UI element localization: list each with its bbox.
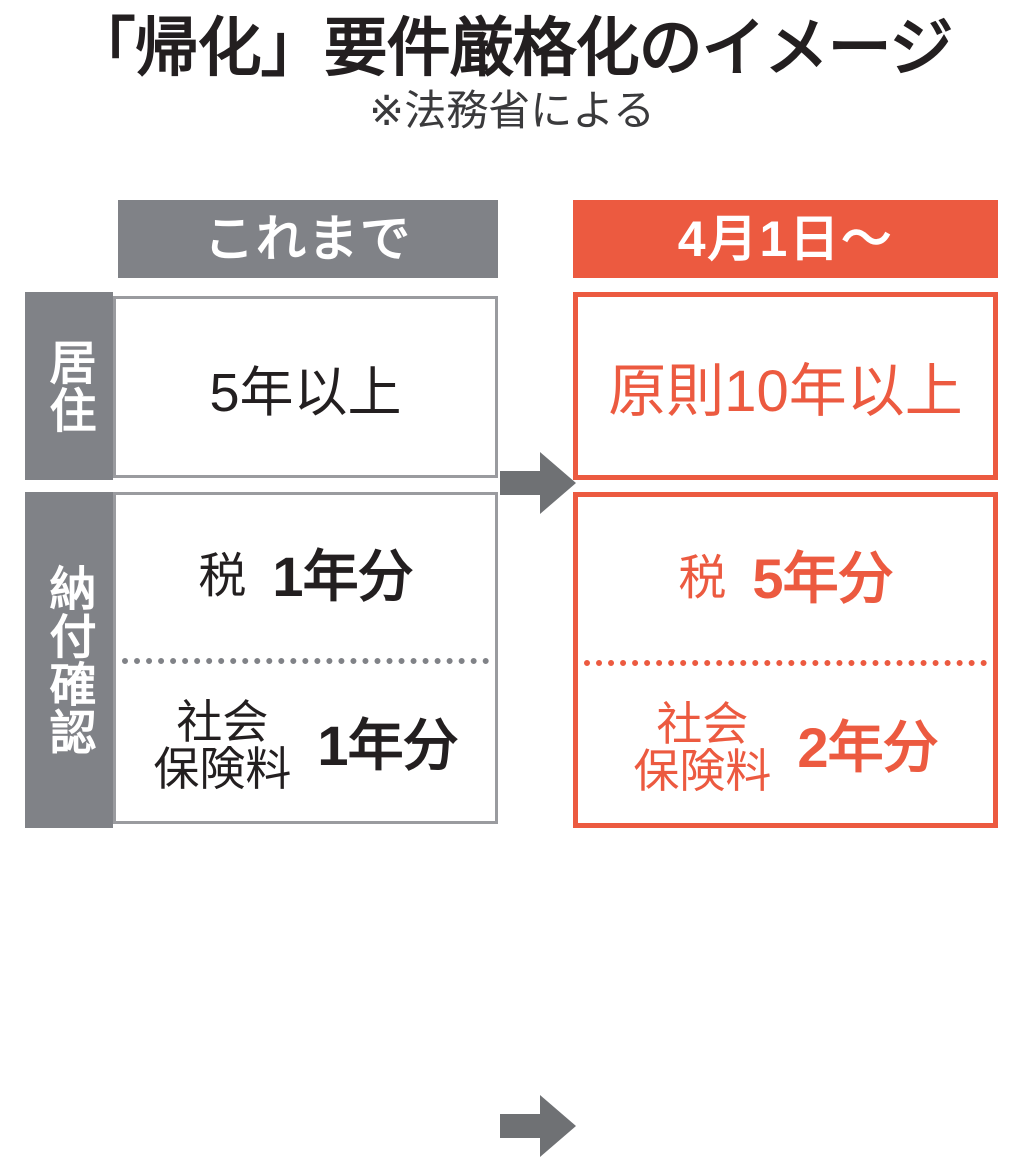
payment-new-insurance-value: 2年分 <box>797 715 938 779</box>
page-subtitle: ※法務省による <box>369 87 655 135</box>
arrow-right-icon <box>500 452 576 514</box>
cell-payment-old-tax: 税 1年分 <box>116 495 495 658</box>
cell-residence-old: 5年以上 <box>113 296 498 478</box>
arrow-right-icon <box>500 1095 576 1157</box>
cell-payment-new: 税 5年分 社会 保険料 2年分 <box>573 492 998 828</box>
payment-old-tax-value: 1年分 <box>272 544 413 608</box>
payment-new-divider <box>584 660 987 666</box>
column-header-new: 4月1日〜 <box>573 200 998 278</box>
cell-residence-new: 原則10年以上 <box>573 292 998 480</box>
payment-new-insurance-label-line2: 保険料 <box>633 744 772 797</box>
payment-old-insurance-label-line2: 保険料 <box>153 742 292 795</box>
row-payment: 納付確認 税 1年分 社会 保険料 1年分 税 <box>0 492 1024 1157</box>
payment-new-insurance-label: 社会 保険料 <box>633 697 772 797</box>
cell-payment-old: 税 1年分 社会 保険料 1年分 <box>113 492 498 824</box>
row-residence: 居住 5年以上 原則10年以上 <box>0 292 1024 514</box>
cell-payment-old-insurance: 社会 保険料 1年分 <box>116 664 495 827</box>
payment-new-tax-value: 5年分 <box>752 546 893 610</box>
payment-old-insurance-value: 1年分 <box>317 713 458 777</box>
cell-payment-new-tax: 税 5年分 <box>578 497 993 660</box>
payment-old-divider <box>122 658 489 664</box>
payment-old-insurance-label-line1: 社会 <box>176 695 269 748</box>
payment-old-tax-label: 税 <box>198 549 247 603</box>
cell-payment-new-insurance: 社会 保険料 2年分 <box>578 666 993 829</box>
comparison-diagram: これまで 4月1日〜 居住 5年以上 原則10年以上 納付確認 税 1年分 <box>0 192 1024 1157</box>
row-label-payment: 納付確認 <box>25 492 113 828</box>
payment-new-insurance-label-line1: 社会 <box>656 697 749 750</box>
page-title: 「帰化」要件厳格化のイメージ <box>71 12 954 84</box>
cell-residence-new-value: 原則10年以上 <box>608 359 963 424</box>
title-block: 「帰化」要件厳格化のイメージ ※法務省による <box>0 0 1024 133</box>
row-label-residence: 居住 <box>25 292 113 480</box>
cell-residence-old-value: 5年以上 <box>209 362 402 423</box>
column-header-old: これまで <box>118 200 498 278</box>
payment-new-tax-label: 税 <box>678 551 727 605</box>
payment-old-insurance-label: 社会 保険料 <box>153 695 292 795</box>
